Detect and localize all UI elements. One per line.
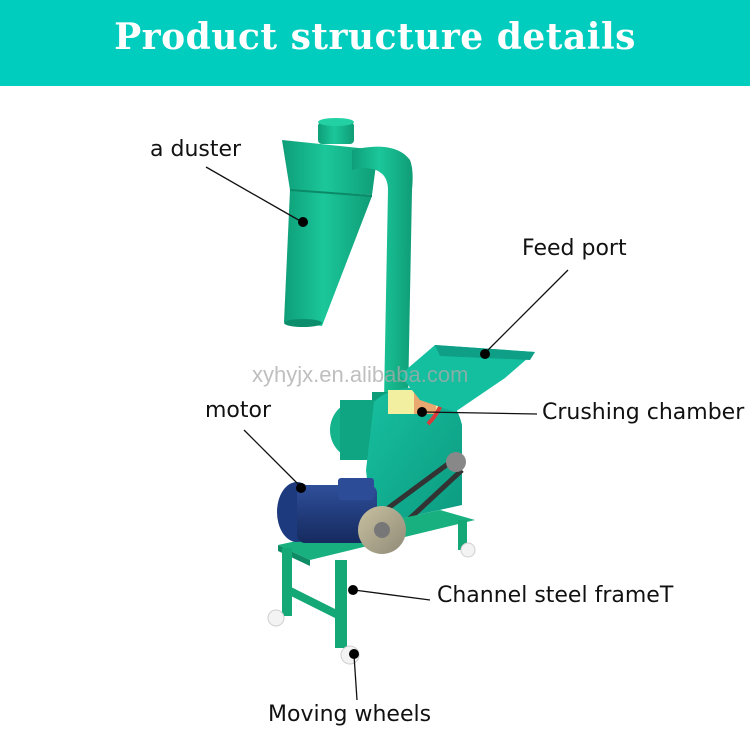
frame-leader-line [353,589,431,601]
feed-port-dot [480,349,490,359]
callout-label-crushing-chamber: Crushing chamber [542,400,745,425]
callout-label-frame: Channel steel frameT [437,583,674,608]
crushing-chamber-leader-line [422,411,538,415]
watermark-text: xyhyjx.en.alibaba.com [252,362,469,387]
crushing-chamber-dot [417,407,427,417]
motor-dot [296,483,306,493]
callout-label-feed-port: Feed port [522,236,627,261]
page-title: Product structure details [114,16,636,58]
callout-label-wheels: Moving wheels [268,702,432,727]
wheels-dot [349,649,359,659]
motor-leader-line [243,429,302,488]
electric-motor [277,478,406,554]
duster-dot [298,217,308,227]
callout-label-motor: motor [205,398,272,423]
callout-label-duster: a duster [150,137,242,162]
feed-port-leader-line [484,269,569,354]
duster-leader-line [205,166,303,223]
frame-dot [348,585,358,595]
wheels-leader-line [353,654,358,701]
header-banner: Product structure details [0,0,750,86]
